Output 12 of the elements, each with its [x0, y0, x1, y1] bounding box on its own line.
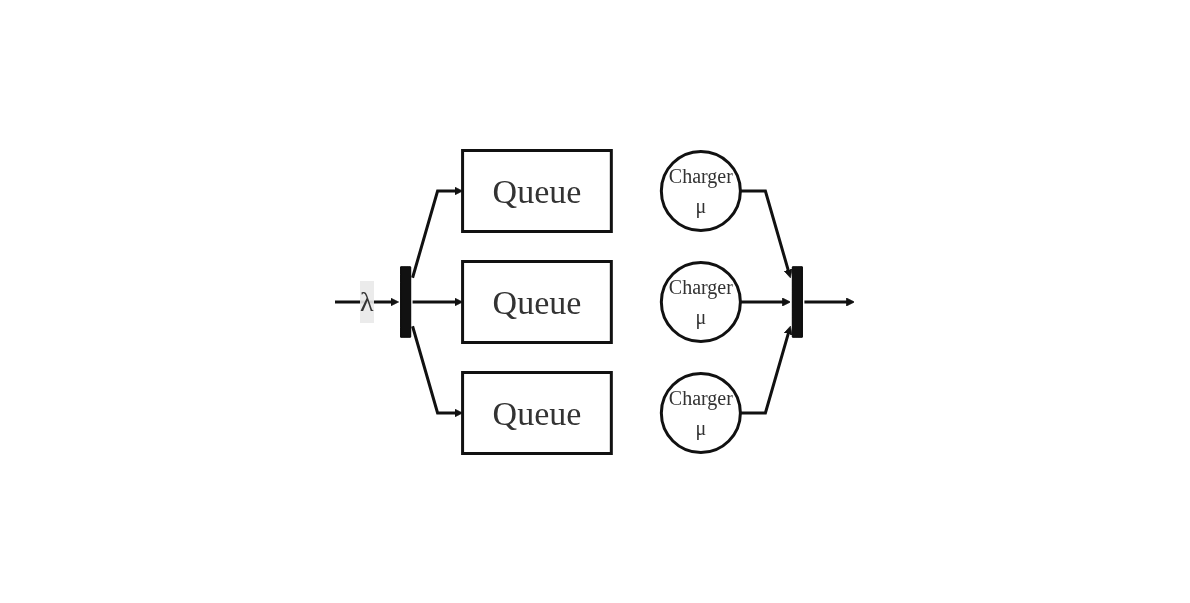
arrow — [804, 297, 856, 306]
arrow — [335, 297, 400, 306]
node-box: Queue — [461, 148, 614, 233]
arrow — [740, 325, 793, 414]
edge-label: λ — [360, 285, 374, 317]
node-circle: Charger μ — [660, 260, 743, 343]
node-box: Queue — [461, 370, 614, 455]
node-box: Queue — [461, 259, 614, 344]
arrow — [740, 189, 793, 278]
node-circle: Charger μ — [660, 149, 743, 232]
arrow — [740, 297, 792, 306]
node-circle: Charger μ — [660, 371, 743, 454]
